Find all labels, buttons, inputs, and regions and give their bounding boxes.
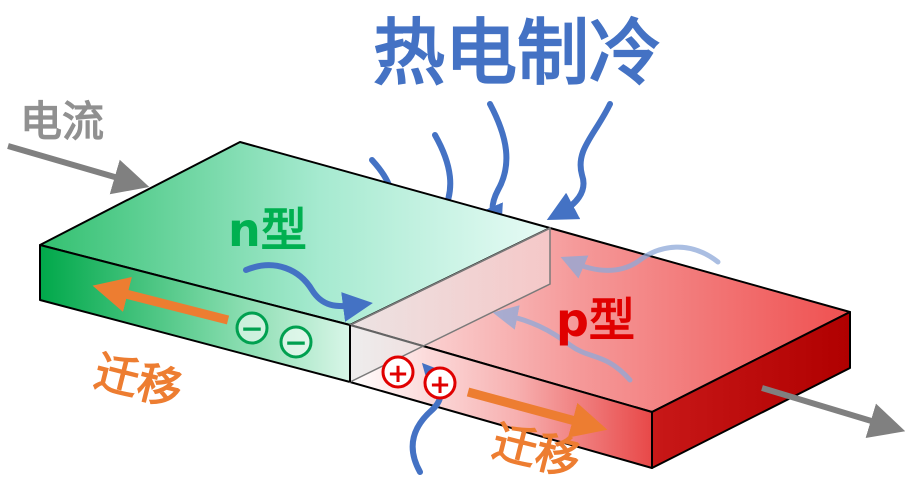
current-label: 电流 bbox=[20, 97, 104, 146]
electron-2-minus-circle-icon: − bbox=[279, 325, 313, 359]
current-out-arrow-icon bbox=[761, 385, 906, 439]
p-type-side-face bbox=[651, 311, 851, 469]
current-in-arrow-icon bbox=[7, 143, 150, 195]
hole-2-plus-circle-icon: + bbox=[423, 366, 457, 400]
n-type-label: n型 bbox=[228, 203, 307, 257]
heat-arrows-faint bbox=[492, 244, 721, 383]
svg-text:+: + bbox=[429, 370, 451, 400]
migrate-right-arrow-icon bbox=[466, 387, 608, 438]
heat-arrow-faint-2-wavy-arrow-icon bbox=[492, 305, 633, 383]
heat-arrow-4-wavy-arrow-icon bbox=[546, 101, 613, 221]
heat-arrow-faint-1-wavy-arrow-icon bbox=[560, 244, 721, 279]
heat-arrow-n-side-wavy-arrow-icon bbox=[243, 262, 373, 322]
svg-text:+: + bbox=[387, 359, 409, 389]
hole-1-plus-circle-icon: + bbox=[381, 355, 415, 389]
migrate-left-arrow-icon bbox=[92, 276, 230, 325]
heat-arrow-3-wavy-arrow-icon bbox=[475, 101, 510, 236]
svg-text:−: − bbox=[240, 312, 263, 345]
migrate-left-label: 迁移 bbox=[89, 346, 187, 417]
p-type-label: p型 bbox=[556, 293, 635, 347]
electron-1-minus-circle-icon: − bbox=[235, 311, 269, 345]
diagram-title: 热电制冷 bbox=[373, 11, 661, 95]
svg-text:−: − bbox=[284, 326, 307, 359]
